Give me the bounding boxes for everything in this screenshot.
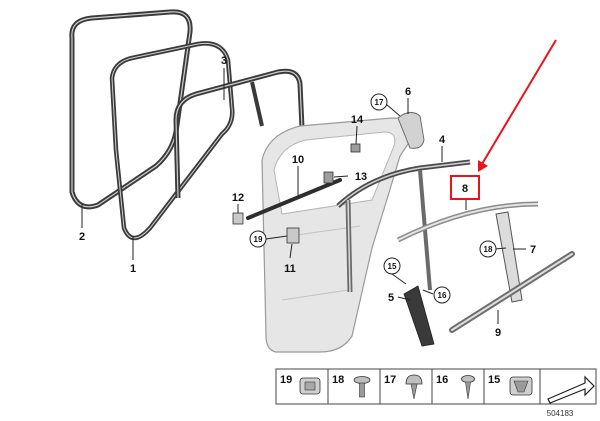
callout-5[interactable]: 5 bbox=[388, 292, 394, 304]
small-block-part[interactable] bbox=[232, 212, 244, 225]
svg-text:18: 18 bbox=[484, 245, 493, 254]
callout-16[interactable]: 16 bbox=[433, 286, 451, 304]
forward-arrow-icon bbox=[547, 375, 595, 404]
pillar-trim[interactable] bbox=[495, 211, 523, 303]
drawing-number: 504183 bbox=[547, 409, 574, 418]
callout-17[interactable]: 17 bbox=[370, 93, 388, 111]
callout-2[interactable]: 2 bbox=[79, 231, 85, 243]
trim-cover[interactable] bbox=[397, 112, 425, 149]
callout-4[interactable]: 4 bbox=[439, 134, 446, 146]
callout-3[interactable]: 3 bbox=[221, 55, 227, 67]
fastener-legend: 19 18 17 16 15 bbox=[275, 368, 597, 405]
clip-icon bbox=[509, 376, 533, 396]
callout-10[interactable]: 10 bbox=[292, 154, 304, 166]
fastener-part[interactable] bbox=[323, 171, 334, 184]
callout-6[interactable]: 6 bbox=[405, 86, 411, 98]
callout-9[interactable]: 9 bbox=[495, 327, 501, 339]
callout-13[interactable]: 13 bbox=[355, 171, 367, 183]
callout-11[interactable]: 11 bbox=[284, 263, 296, 275]
svg-text:16: 16 bbox=[438, 291, 447, 300]
svg-text:15: 15 bbox=[388, 262, 397, 271]
clip-part[interactable] bbox=[350, 143, 361, 153]
svg-text:19: 19 bbox=[254, 235, 263, 244]
window-frame-seal[interactable] bbox=[173, 68, 305, 199]
callout-15[interactable]: 15 bbox=[383, 257, 401, 275]
callout-8[interactable]: 8 bbox=[462, 183, 468, 195]
flat-head-screw-icon bbox=[353, 376, 371, 398]
legend-label-17: 17 bbox=[384, 374, 396, 386]
outer-frame-trim[interactable] bbox=[396, 201, 539, 243]
highlight-box bbox=[450, 175, 480, 200]
round-head-screw-icon bbox=[405, 374, 423, 400]
highlight-arrow bbox=[478, 39, 557, 172]
trim-strip[interactable] bbox=[403, 285, 435, 347]
callout-18[interactable]: 18 bbox=[479, 240, 497, 258]
self-tapping-screw-icon bbox=[461, 375, 475, 400]
window-channel[interactable] bbox=[246, 178, 342, 220]
legend-label-16: 16 bbox=[436, 374, 448, 386]
belt-weatherstrip[interactable] bbox=[449, 251, 575, 333]
callout-7[interactable]: 7 bbox=[530, 244, 536, 256]
callout-19[interactable]: 19 bbox=[249, 230, 267, 248]
callout-12[interactable]: 12 bbox=[232, 192, 244, 204]
door-seal-inner[interactable] bbox=[109, 41, 235, 241]
legend-label-15: 15 bbox=[488, 374, 500, 386]
door-panel bbox=[261, 117, 414, 353]
nut-clip-icon bbox=[299, 377, 321, 395]
legend-label-19: 19 bbox=[280, 374, 292, 386]
legend-label-18: 18 bbox=[332, 374, 344, 386]
callout-14[interactable]: 14 bbox=[351, 114, 364, 126]
door-seal-outer[interactable] bbox=[69, 9, 193, 210]
bracket-part[interactable] bbox=[286, 227, 300, 244]
svg-text:17: 17 bbox=[375, 98, 384, 107]
leader-lines bbox=[81, 68, 526, 324]
callout-1[interactable]: 1 bbox=[130, 263, 136, 275]
